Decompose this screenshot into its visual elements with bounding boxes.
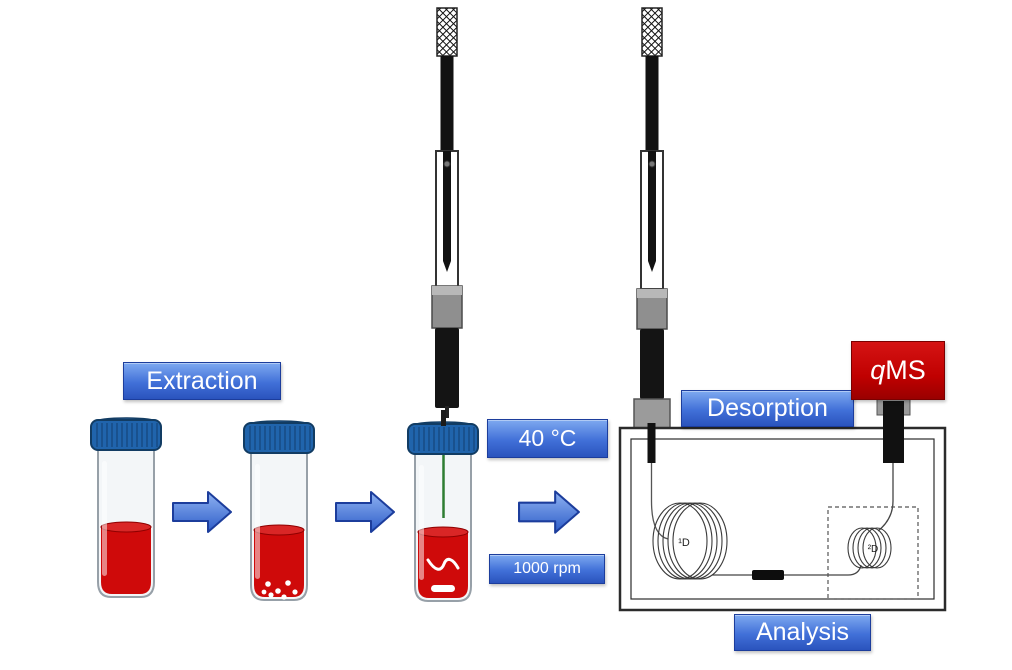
vial-cap (90, 419, 162, 451)
needle-through-septum (441, 410, 446, 426)
glass-highlight (102, 461, 107, 576)
qms-prefix: q (870, 355, 886, 385)
analysis-text: Analysis (755, 618, 850, 646)
transfer-line-inlet (650, 459, 669, 540)
right-arrow-icon (335, 491, 395, 533)
suspended-particles (261, 580, 298, 600)
right-arrow-icon (518, 490, 580, 534)
vial-stirred (238, 419, 320, 609)
vial-sample (85, 416, 167, 606)
vial-extraction (402, 410, 486, 610)
arrow-step-3 (518, 488, 582, 536)
spme-holder-extraction (421, 6, 473, 418)
liquid-surface (100, 521, 152, 533)
holder-collar-highlight (432, 286, 462, 295)
qms-suffix: MS (885, 355, 926, 385)
plunger-knob-hatch (641, 7, 663, 57)
spme-holder-desorption (626, 6, 678, 430)
column-connection-3 (847, 564, 862, 576)
glass-highlight (255, 464, 260, 579)
desorption-needle (647, 423, 656, 463)
cap-ridges (96, 423, 158, 447)
gc-oven: ¹D ²D (612, 393, 957, 620)
arrow-step-2 (335, 489, 397, 535)
holder-collar-highlight (637, 289, 667, 298)
glass-highlight (419, 465, 424, 580)
inner-rod-tip (443, 261, 451, 272)
cap-ridges (249, 426, 311, 450)
second-dimension-label: ²D (868, 544, 879, 555)
inner-rod (648, 151, 656, 261)
needle-sheath (640, 329, 664, 399)
oven-inner-wall (630, 438, 935, 600)
cap-ridges (413, 427, 475, 451)
extraction-label-text: Extraction (146, 366, 258, 395)
detector-interface (883, 401, 904, 463)
plunger-rod (440, 56, 454, 153)
temperature-label: 40 °C (487, 419, 608, 458)
temperature-text: 40 °C (518, 425, 577, 451)
stir-speed-label: 1000 rpm (489, 554, 605, 584)
inner-rod-tip (648, 261, 656, 272)
second-dimension-coil (847, 527, 892, 569)
vortex-swirl (426, 557, 460, 571)
vial-cap (243, 422, 315, 454)
liquid-surface (253, 524, 305, 536)
first-dimension-coil (652, 502, 728, 580)
first-dimension-label: ¹D (678, 537, 690, 549)
desorption-label: Desorption (681, 390, 854, 427)
needle (445, 406, 449, 418)
right-arrow-icon (172, 491, 232, 533)
modulator (752, 570, 784, 580)
sample-liquid (254, 530, 304, 597)
stir-speed-text: 1000 rpm (513, 560, 581, 577)
barrel-screw (648, 160, 656, 168)
desorption-text: Desorption (707, 394, 828, 422)
stir-bar (431, 585, 455, 592)
needle-sheath (435, 328, 459, 408)
plunger-knob-hatch (436, 7, 458, 57)
inner-rod (443, 151, 451, 261)
liquid-surface (417, 526, 469, 538)
barrel-screw (443, 160, 451, 168)
second-oven-dashed-box (827, 506, 919, 600)
extraction-label: Extraction (123, 362, 281, 400)
arrow-step-1 (172, 489, 234, 535)
plunger-rod (645, 56, 659, 153)
analysis-label: Analysis (734, 614, 871, 651)
sample-liquid (101, 527, 151, 594)
